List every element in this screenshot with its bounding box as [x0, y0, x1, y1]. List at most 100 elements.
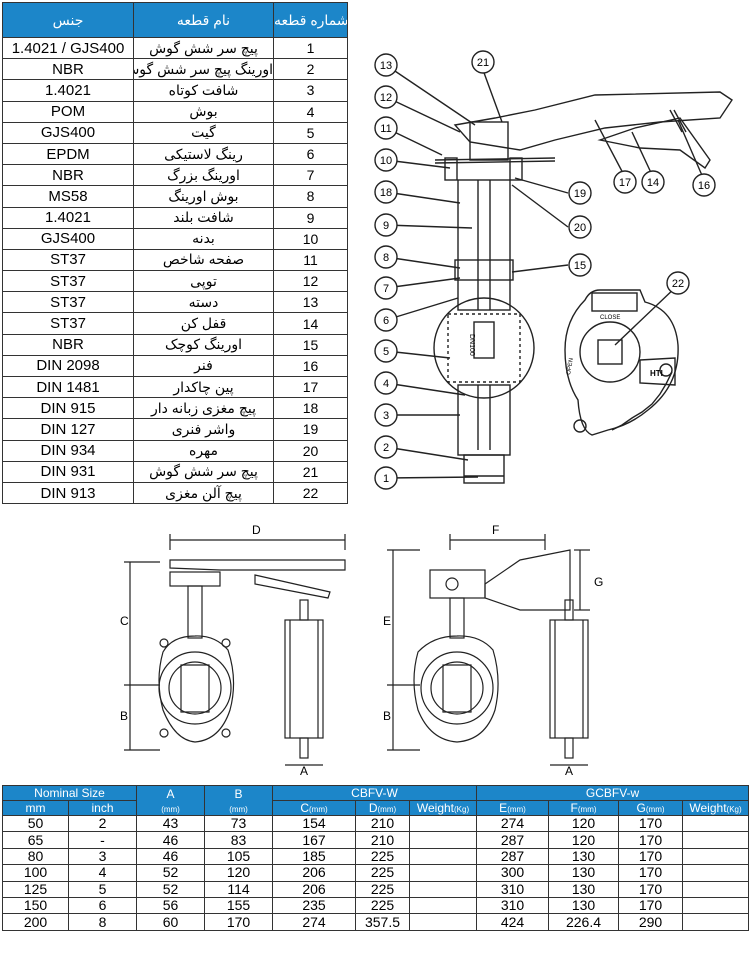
spec-a-cell: 60	[136, 913, 206, 931]
spec-e-cell: 310	[476, 880, 550, 898]
part-material-cell: ST37	[2, 312, 134, 335]
part-name-cell: گیت	[133, 121, 274, 144]
header-part-number: شماره قطعه	[273, 2, 348, 38]
spec-inch-cell: 8	[67, 913, 138, 931]
callout-number: 6	[383, 315, 389, 327]
callout-number: 15	[574, 260, 586, 272]
part-number-cell: 20	[273, 439, 348, 462]
spec-w2-cell	[682, 880, 750, 898]
spec-inch-cell: 4	[67, 864, 138, 882]
spec-d-cell: 225	[355, 896, 411, 915]
header-mm: mm	[2, 800, 69, 816]
spec-e-cell: 310	[476, 896, 550, 915]
part-number-cell: 17	[273, 375, 348, 399]
header-g: G(mm)	[618, 800, 684, 816]
part-number-cell: 3	[273, 79, 348, 102]
callout-number: 8	[383, 252, 389, 264]
part-material-cell: DIN 1481	[2, 375, 134, 399]
dim-letter-b-right: B	[383, 709, 391, 723]
callout-number: 14	[647, 177, 659, 189]
part-number-cell: 21	[273, 460, 348, 483]
part-number-cell: 10	[273, 227, 348, 250]
part-material-cell: EPDM	[2, 142, 134, 166]
callout-number: 22	[672, 278, 684, 290]
spec-e-cell: 287	[476, 847, 550, 866]
part-callout: 16	[692, 173, 716, 197]
part-number-cell: 6	[273, 142, 348, 166]
part-callout: 13	[374, 53, 398, 77]
part-material-cell: GJS400	[2, 121, 134, 144]
part-name-cell: بدنه	[133, 227, 274, 250]
header-c: C(mm)	[272, 800, 357, 816]
spec-mm-cell: 80	[2, 847, 69, 866]
spec-b-cell: 114	[204, 880, 274, 898]
callout-number: 19	[574, 188, 586, 200]
spec-b-cell: 170	[204, 913, 274, 931]
part-name-cell: پین چاکدار	[133, 375, 274, 399]
part-name-cell: مهره	[133, 439, 274, 462]
part-callout: 4	[374, 371, 398, 395]
callout-number: 13	[380, 60, 392, 72]
spec-inch-cell: 5	[67, 880, 138, 898]
part-material-cell: DIN 913	[2, 481, 134, 505]
part-callout: 21	[471, 50, 495, 74]
spec-c-cell: 185	[272, 847, 357, 866]
spec-w2-cell	[682, 864, 750, 882]
spec-c-cell: 206	[272, 864, 357, 882]
spec-a-cell: 46	[136, 831, 206, 849]
spec-g-cell: 170	[618, 847, 684, 866]
spec-c-cell: 206	[272, 880, 357, 898]
part-number-cell: 4	[273, 100, 348, 123]
part-name-cell: واشر فنری	[133, 418, 274, 441]
part-callout: 8	[374, 245, 398, 269]
part-material-cell: DIN 127	[2, 418, 134, 441]
part-callout: 15	[568, 253, 592, 277]
part-callout: 6	[374, 308, 398, 332]
spec-c-cell: 167	[272, 831, 357, 849]
part-callout: 9	[374, 213, 398, 237]
part-callout: 14	[641, 170, 665, 194]
spec-a-cell: 43	[136, 814, 206, 833]
dim-letter-a-right: A	[565, 764, 573, 778]
gear-close-label: CLOSE	[600, 315, 620, 321]
part-name-cell: توپی	[133, 270, 274, 293]
dimension-drawings: D C B A F E B G A	[120, 523, 603, 778]
spec-g-cell: 170	[618, 880, 684, 898]
spec-f-cell: 130	[548, 896, 620, 915]
part-material-cell: NBR	[2, 164, 134, 187]
callout-number: 20	[574, 222, 586, 234]
callout-number: 16	[698, 180, 710, 192]
spec-b-cell: 155	[204, 896, 274, 915]
part-number-cell: 5	[273, 121, 348, 144]
callout-number: 5	[383, 346, 389, 358]
spec-w2-cell	[682, 896, 750, 915]
dim-letter-a-left: A	[300, 764, 308, 778]
part-number-cell: 9	[273, 206, 348, 229]
part-callout: 17	[613, 170, 637, 194]
callout-number: 17	[619, 177, 631, 189]
spec-g-cell: 170	[618, 896, 684, 915]
spec-f-cell: 130	[548, 880, 620, 898]
part-material-cell: ST37	[2, 291, 134, 314]
part-material-cell: NBR	[2, 58, 134, 81]
spec-c-cell: 235	[272, 896, 357, 915]
spec-d-cell: 357.5	[355, 913, 411, 931]
part-callout: 7	[374, 276, 398, 300]
spec-b-cell: 120	[204, 864, 274, 882]
part-material-cell: DIN 931	[2, 460, 134, 483]
part-callout: 18	[374, 180, 398, 204]
spec-b-cell: 105	[204, 847, 274, 866]
callout-number: 4	[383, 378, 389, 390]
dim-letter-f: F	[492, 523, 499, 537]
